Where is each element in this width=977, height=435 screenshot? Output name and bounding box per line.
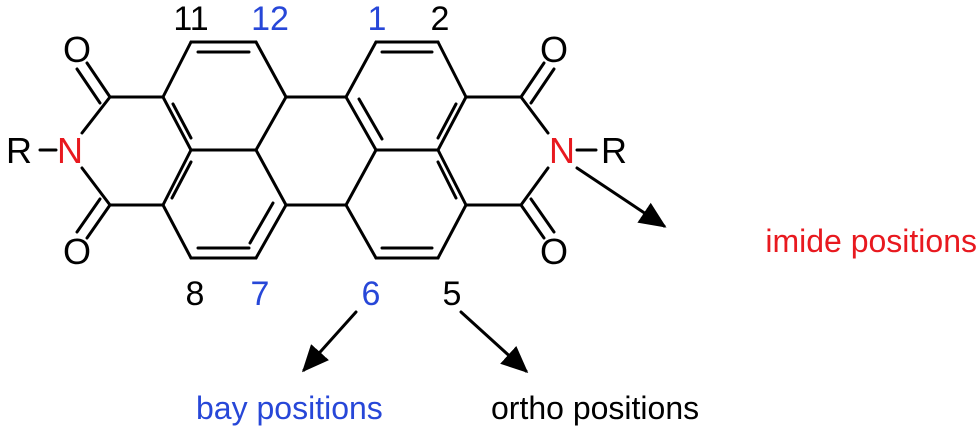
bond	[436, 40, 468, 99]
position-8: 8	[186, 275, 205, 313]
position-12: 12	[251, 0, 289, 38]
bond	[519, 61, 546, 99]
nitrogen-atom-left: N	[57, 130, 83, 171]
bond	[161, 40, 193, 99]
bond	[529, 197, 556, 234]
bond	[161, 148, 193, 207]
oxygen-atom-bottom-left: O	[63, 231, 91, 272]
bond	[254, 40, 288, 99]
bond	[436, 148, 468, 207]
bond	[344, 148, 378, 207]
bond	[80, 95, 112, 135]
position-6: 6	[362, 275, 381, 313]
bond	[344, 95, 378, 152]
right-imide	[464, 61, 598, 240]
bond	[344, 40, 378, 99]
ortho-positions-label: ortho positions	[491, 390, 699, 426]
bay-positions-label: bay positions	[196, 390, 383, 426]
imide-arrow	[575, 166, 667, 228]
bond	[357, 97, 384, 141]
bond	[85, 203, 112, 240]
oxygen-atom-bottom-right: O	[540, 231, 568, 272]
bond	[254, 203, 288, 260]
position-7: 7	[251, 275, 270, 313]
position-2: 2	[431, 0, 450, 38]
left-imide	[38, 61, 165, 240]
bond	[436, 160, 458, 200]
bond	[170, 160, 193, 200]
bond	[75, 67, 102, 105]
bond	[519, 203, 546, 240]
position-1: 1	[368, 0, 387, 38]
bond	[519, 166, 550, 207]
r-group-left: R	[6, 130, 32, 171]
perylene-core	[161, 40, 468, 260]
bond	[436, 203, 468, 260]
bond	[75, 197, 102, 234]
bond	[519, 95, 550, 135]
bay-arrow	[301, 310, 358, 373]
bond	[171, 102, 193, 140]
bond	[254, 95, 288, 152]
bond	[248, 201, 275, 245]
bond	[80, 166, 112, 207]
oxygen-atom-top-right: O	[540, 29, 568, 70]
r-group-right: R	[601, 130, 627, 171]
bond	[529, 67, 556, 105]
bond	[436, 95, 468, 152]
bond	[254, 148, 288, 207]
bond	[161, 203, 193, 260]
ortho-arrow	[459, 310, 529, 374]
bond	[161, 95, 193, 152]
position-5: 5	[443, 275, 462, 313]
oxygen-atom-top-left: O	[63, 29, 91, 70]
imide-positions-label: imide positions	[765, 223, 977, 259]
bond	[344, 203, 378, 260]
position-11: 11	[173, 0, 208, 38]
bond	[436, 102, 458, 140]
nitrogen-atom-right: N	[549, 130, 575, 171]
bond	[85, 61, 112, 99]
